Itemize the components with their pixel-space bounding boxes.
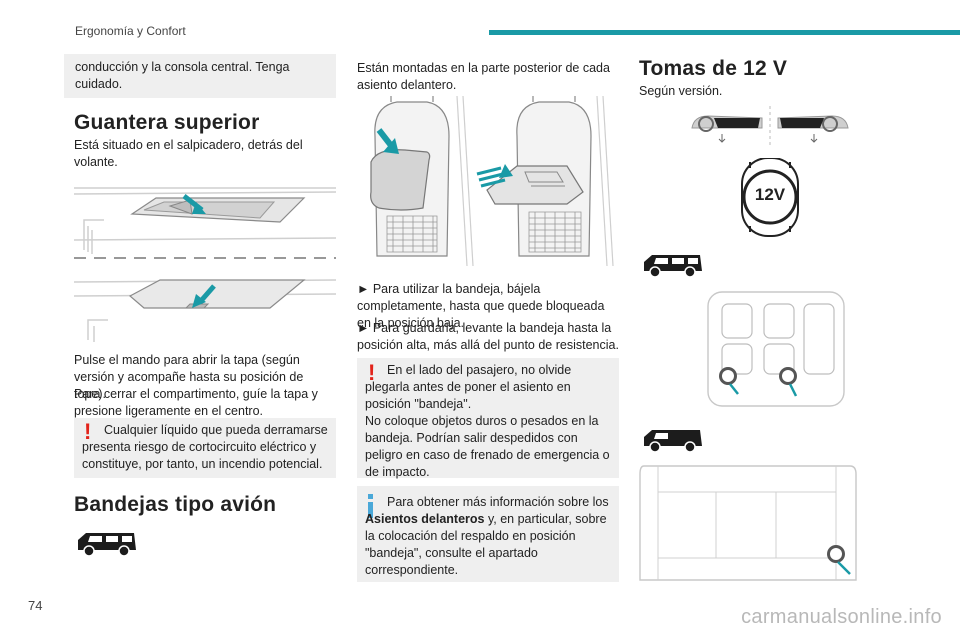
liquid-warning-box	[74, 418, 336, 478]
header-accent-bar	[489, 30, 960, 35]
socket-12v-label: 12V	[754, 185, 786, 204]
seat-info-link: Asientos delanteros	[365, 512, 485, 526]
passenger-warning-text: En el lado del pasajero, no olvide plega…	[365, 363, 610, 479]
van-passenger-icon	[78, 533, 136, 557]
passenger-cabin-socket-diagram	[707, 291, 845, 407]
tray-step-lower: ► Para utilizar la bandeja, bájela compl…	[357, 282, 605, 330]
liquid-warning-text: Cualquier líquido que pueda derramarse p…	[82, 423, 328, 471]
socket-marker	[779, 367, 798, 397]
seat-info-post: y, en particular, sobre la colocación de…	[365, 512, 607, 577]
van-passenger-icon	[644, 255, 702, 278]
tray-step-raise: ► Para guardarla, levante la bandeja has…	[357, 321, 619, 352]
heading-glovebox: Guantera superior	[74, 111, 260, 134]
seat-tray-illustration	[370, 96, 614, 266]
socket-marker	[827, 545, 851, 575]
section-title: Ergonomía y Confort	[75, 24, 186, 38]
seat-info-box	[357, 486, 619, 582]
heading-12v-sockets: Tomas de 12 V	[639, 57, 788, 80]
warning-icon: !	[84, 419, 92, 444]
dashboard-lhd-rhd-icon	[691, 106, 849, 146]
socket-marker	[719, 367, 739, 395]
glovebox-lid-open	[130, 197, 306, 223]
heading-airplane-trays: Bandejas tipo avión	[74, 493, 277, 516]
socket-12v-icon	[741, 158, 799, 237]
seat-info-text: Para obtener más información sobre los A…	[365, 494, 615, 579]
glovebox-illustration	[74, 187, 336, 342]
intro-note-box	[64, 54, 336, 98]
glovebox-lid-closed	[128, 279, 306, 309]
van-cargo-icon	[644, 430, 702, 453]
version-note: Según versión.	[639, 84, 723, 98]
trays-intro: Están montadas en la parte posterior de …	[357, 61, 610, 92]
glovebox-description: Está situado en el salpicadero, detrás d…	[74, 138, 303, 169]
glovebox-instructions-close: Para cerrar el compartimento, guíe la ta…	[74, 387, 318, 418]
passenger-warning-box	[357, 358, 619, 478]
info-icon	[368, 494, 373, 518]
watermark: carmanualsonline.info	[741, 606, 942, 628]
intro-note-text: conducción y la consola central. Tenga c…	[75, 60, 290, 91]
page-number: 74	[28, 598, 43, 613]
glovebox-instructions-open: Pulse el mando para abrir la tapa (según…	[74, 353, 304, 401]
cargo-area-socket-diagram	[639, 465, 857, 581]
warning-icon: !	[368, 360, 376, 385]
seat-info-pre: Para obtener más información sobre los	[387, 495, 609, 509]
